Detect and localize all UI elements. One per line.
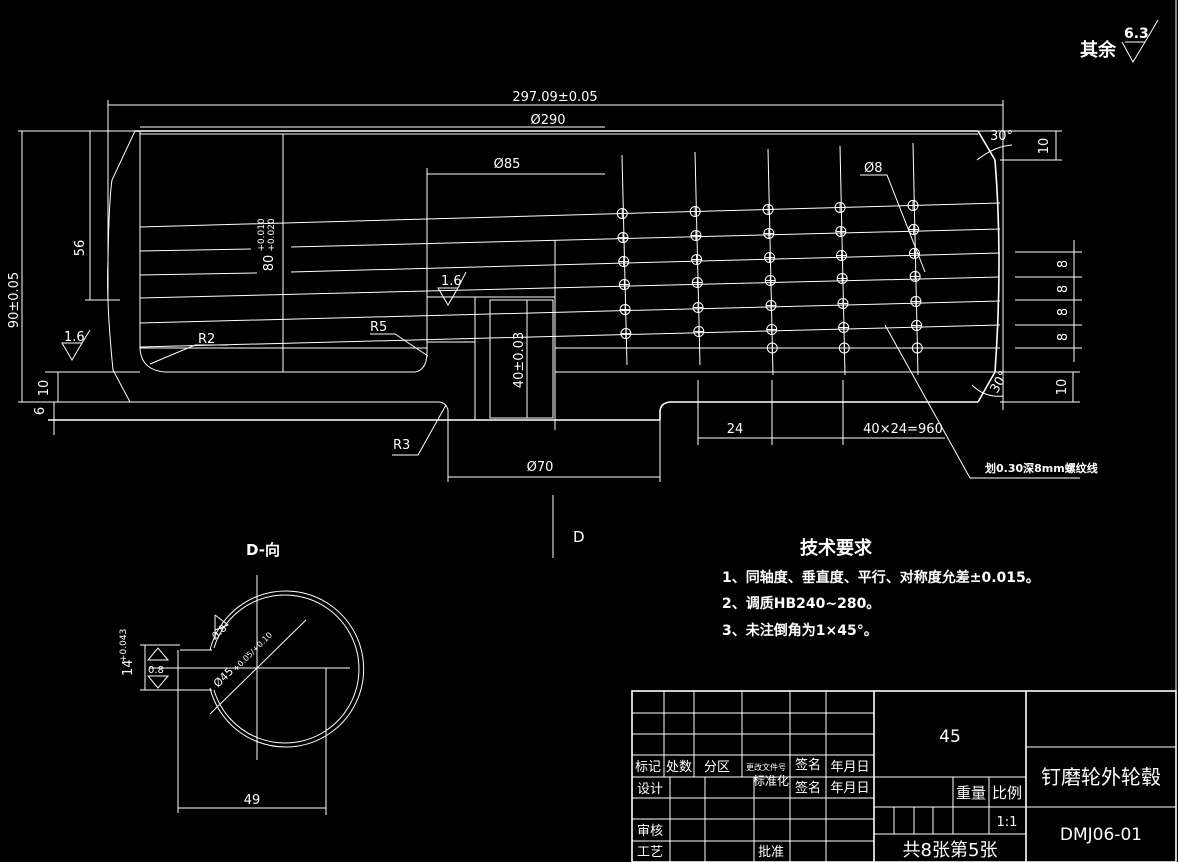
dim-pitch-8: 8	[1056, 285, 1071, 293]
dim-dia-85: Ø85	[494, 157, 521, 172]
dim-overall-length: 297.09±0.05	[512, 90, 597, 105]
roughness-left: 1.6	[64, 330, 85, 345]
view-arrow-label: D	[573, 528, 585, 546]
tech-req-item: 3、未注倒角为1×45°。	[722, 622, 878, 639]
dim-height-56: 56	[73, 240, 88, 257]
dim-height-90: 90±0.05	[7, 272, 22, 328]
drawing-number: DMJ06-01	[1060, 825, 1142, 845]
dim-total-960: 40×24=960	[863, 422, 943, 437]
title-block: 45 钉磨轮外轮毂 DMJ06-01 共8张第5张 重量 比例 1:1 标记 处…	[631, 690, 1177, 862]
header-mark: 标记	[635, 760, 661, 775]
header-sign: 签名	[795, 757, 821, 773]
process-label: 工艺	[637, 845, 663, 860]
scale-value: 1:1	[997, 815, 1018, 830]
roughness-other-value: 6.3	[1124, 26, 1149, 42]
dim-pitch-8: 8	[1056, 333, 1071, 341]
header-zone: 分区	[704, 760, 730, 775]
header-count: 处数	[666, 760, 692, 775]
dim-width-49: 49	[244, 793, 261, 808]
standardize-label: 标准化	[753, 774, 789, 788]
dim-hub-40: 40±0.03	[512, 332, 527, 388]
dim-angle-bottom: 30°	[987, 369, 1012, 396]
section-view	[48, 130, 1001, 430]
dim-pitch-8: 8	[1056, 260, 1071, 268]
dim-dia-290: Ø290	[530, 113, 565, 128]
header-date: 年月日	[830, 760, 869, 775]
material: 45	[939, 727, 961, 747]
dim-dia-70: Ø70	[527, 460, 554, 475]
dim-keyway-14-tol: +0.043	[119, 629, 129, 662]
dim-height-80: 80	[262, 255, 277, 272]
dimensions: 297.09±0.05 Ø290 Ø85 Ø70 90±0.05 56 10 6…	[7, 19, 1159, 558]
d-view-title: D-向	[246, 541, 280, 559]
dim-80-tol-upper: +0.010	[257, 218, 267, 252]
tech-req-title: 技术要求	[800, 537, 873, 559]
dim-80-tol-lower: +0.020	[267, 218, 277, 252]
tech-requirements: 技术要求 1、同轴度、垂直度、平行、对称度允差±0.015。 2、调质HB240…	[722, 537, 1040, 639]
review-label: 审核	[637, 824, 663, 839]
dim-r5: R5	[370, 320, 387, 335]
dim-right-bottom-10: 10	[1055, 379, 1070, 396]
dim-angle-top: 30°	[990, 129, 1013, 144]
groove-grid	[616, 142, 923, 376]
d-view: D-向 49 14 +0.043 0.8 0.8 Ø45 +0.05/+0.10	[119, 541, 365, 815]
dim-right-top-10: 10	[1037, 138, 1052, 155]
tech-req-item: 2、调质HB240~280。	[722, 595, 880, 612]
tech-req-item: 1、同轴度、垂直度、平行、对称度允差±0.015。	[722, 569, 1040, 586]
dim-r3: R3	[393, 438, 410, 453]
header-change-doc: 更改文件号	[746, 762, 786, 772]
roughness-keyway: 0.8	[148, 665, 164, 676]
approve-label: 批准	[758, 845, 784, 860]
scale-label: 比例	[992, 784, 1022, 802]
roughness-hub: 1.6	[441, 274, 462, 289]
dim-left-6: 6	[33, 407, 48, 415]
sheet-info: 共8张第5张	[903, 840, 998, 861]
dim-left-10: 10	[37, 380, 52, 397]
design-label: 设计	[637, 782, 663, 797]
date-label: 年月日	[830, 781, 869, 796]
dim-dia-8: Ø8	[864, 161, 883, 176]
sign-label: 签名	[795, 780, 821, 796]
part-name: 钉磨轮外轮毂	[1041, 765, 1161, 789]
roughness-other-label: 其余	[1080, 39, 1117, 61]
weight-label: 重量	[956, 784, 986, 802]
dim-pitch-24: 24	[727, 422, 744, 437]
dim-keyway-14: 14	[121, 659, 136, 676]
dim-pitch-8: 8	[1056, 308, 1071, 316]
hatched-section	[107, 130, 476, 421]
dim-r2: R2	[198, 332, 215, 347]
groove-note: 划0.30深8mm螺纹线	[985, 461, 1098, 475]
grid-column-line	[912, 142, 919, 376]
dim-dia-45-tol: +0.05/+0.10	[231, 630, 274, 673]
